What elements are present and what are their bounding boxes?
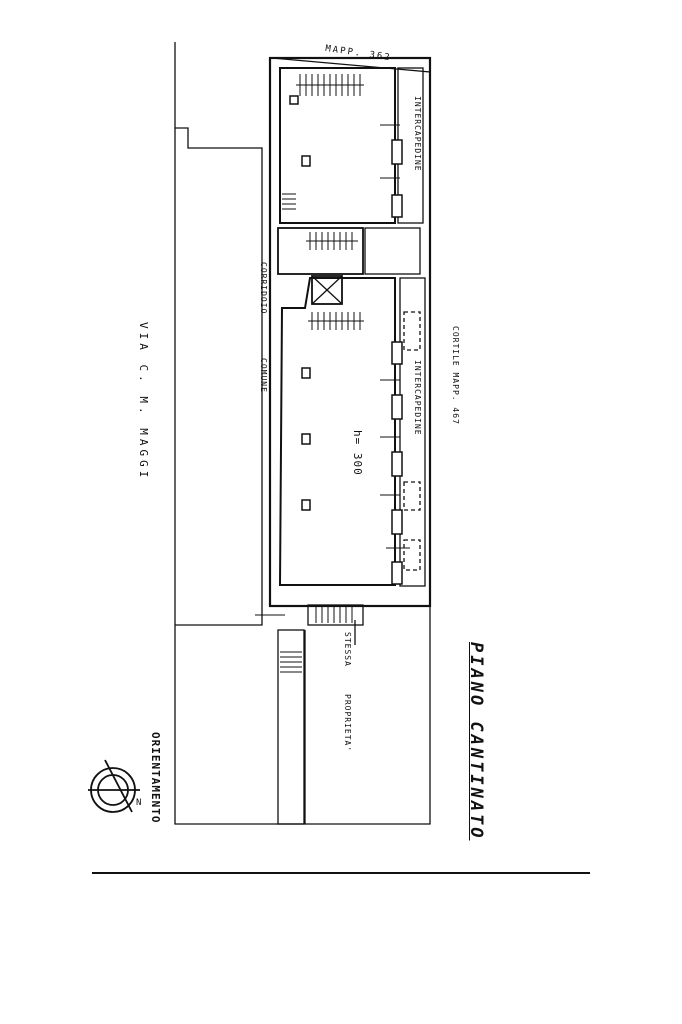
stair-bottom: [315, 607, 353, 623]
height-label: h= 300: [351, 430, 364, 476]
stair-top: [296, 74, 364, 96]
middle-side-room: [364, 227, 421, 275]
pillar: [301, 499, 311, 511]
stessa-label: STESSA: [343, 632, 352, 667]
window: [391, 561, 403, 585]
bottom-stair-area: [307, 604, 364, 626]
upper-room: [279, 67, 396, 224]
street-label: VIA C. M. MAGGI: [137, 322, 150, 482]
stair-small-left: [282, 193, 296, 210]
window: [391, 194, 403, 218]
corridoio-label: CORRIDOIO: [259, 262, 268, 315]
pillar: [301, 433, 311, 445]
pillar: [301, 367, 311, 379]
window: [391, 451, 403, 477]
pillar: [301, 155, 311, 167]
cortile-label: CORTILE MAPP. 467: [451, 326, 460, 425]
lift-shaft: [311, 275, 343, 305]
intercapedine-upper-label: INTERCAPEDINE: [413, 96, 422, 172]
page-title: PIANO CANTINATO: [466, 642, 486, 841]
adjacent-building-outline: [175, 127, 263, 626]
window: [391, 139, 403, 165]
intercapedine-lower-label: INTERCAPEDINE: [413, 360, 422, 436]
building-outer-wall: [268, 56, 432, 608]
stair-middle: [306, 232, 358, 250]
window: [391, 341, 403, 365]
pillar: [289, 95, 299, 105]
middle-stair-block: [277, 227, 364, 275]
north-label: N: [136, 798, 144, 808]
stair-lower: [308, 312, 364, 330]
proprieta-label: PROPRIETA': [343, 694, 352, 753]
window: [391, 509, 403, 535]
comune-label: COMUNE: [259, 358, 268, 393]
window: [391, 394, 403, 420]
stair-external: [280, 651, 302, 673]
external-stair-strip: [277, 629, 305, 825]
lower-room: [278, 277, 396, 586]
compass-icon: [88, 759, 140, 813]
orientamento-label: ORIENTAMENTO: [149, 732, 162, 824]
lower-intercapedine: [399, 277, 426, 587]
